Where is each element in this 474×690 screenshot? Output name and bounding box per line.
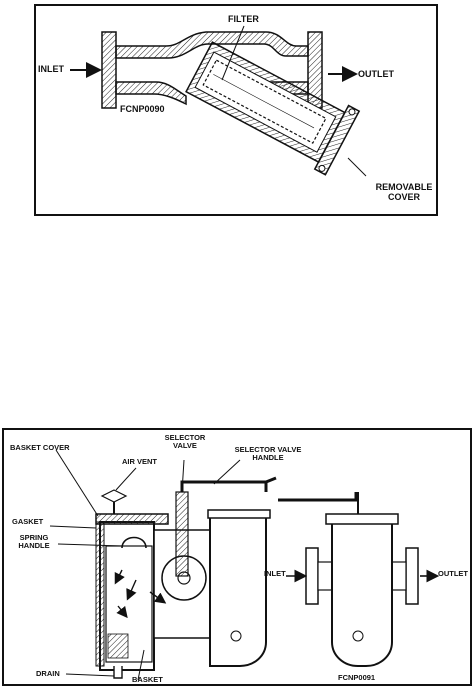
external-view-body [331, 521, 393, 667]
external-view-outlet-flange [405, 547, 419, 605]
removable-cover-label-line2: COVER [387, 192, 420, 202]
inlet-label: INLET [38, 64, 64, 74]
selector-valve-stem [175, 491, 189, 577]
basket-strainer-drawing [49, 449, 440, 681]
filter-leader [221, 25, 245, 81]
inlet-label: INLET [264, 569, 286, 578]
y-strainer-figure: FILTER INLET OUTLET FCNP0090 REMOVABLE C… [34, 4, 438, 216]
inlet-flange [101, 31, 117, 109]
removable-cover-label-line1: REMOVABLE [375, 182, 433, 192]
filter-label: FILTER [228, 14, 259, 24]
body-lower-wall [115, 81, 187, 106]
selector-valve-handle-label: SELECTOR VALVE HANDLE [228, 446, 308, 462]
external-view-handle [278, 492, 358, 502]
figure-code-label: FCNP0090 [120, 104, 165, 114]
basket-strainer-figure: BASKET COVER AIR VENT SELECTOR VALVE SEL… [2, 428, 472, 686]
spring-handle-label-line1: SPRING [19, 533, 49, 542]
drain [113, 666, 123, 679]
selector-valve-handle-label-line2: HANDLE [252, 453, 284, 462]
removable-cover-label: REMOVABLE COVER [372, 182, 436, 202]
selector-valve-label: SELECTOR VALVE [160, 434, 210, 450]
air-vent-wing [100, 489, 128, 503]
y-strainer-drawing [70, 25, 367, 177]
spring-handle-label-line2: HANDLE [18, 541, 50, 550]
basket-label: BASKET [132, 675, 163, 684]
right-chamber [209, 515, 267, 667]
air-vent-label: AIR VENT [122, 457, 158, 466]
gasket-label: GASKET [12, 517, 44, 526]
body-upper-wall [115, 31, 309, 59]
selector-valve-label-line2: VALVE [173, 441, 197, 450]
basket-cover-label: BASKET COVER [10, 443, 70, 452]
selector-valve-handle-label-line1: SELECTOR VALVE [234, 445, 302, 454]
figure-code-label: FCNP0091 [338, 673, 376, 682]
selector-valve-handle [180, 480, 268, 492]
selector-valve-label-line1: SELECTOR [164, 433, 206, 442]
cover-leader [347, 157, 367, 177]
left-body-wall [95, 521, 105, 667]
basket-cover [95, 513, 169, 525]
strainer-barrel [185, 41, 361, 176]
external-view-inlet-flange [305, 547, 319, 605]
spring-handle [121, 536, 147, 549]
spring-handle-label: SPRING HANDLE [12, 534, 56, 550]
outlet-label: OUTLET [438, 569, 468, 578]
removable-cover [313, 104, 361, 176]
drain-label: DRAIN [36, 669, 60, 678]
outlet-label: OUTLET [358, 69, 394, 79]
